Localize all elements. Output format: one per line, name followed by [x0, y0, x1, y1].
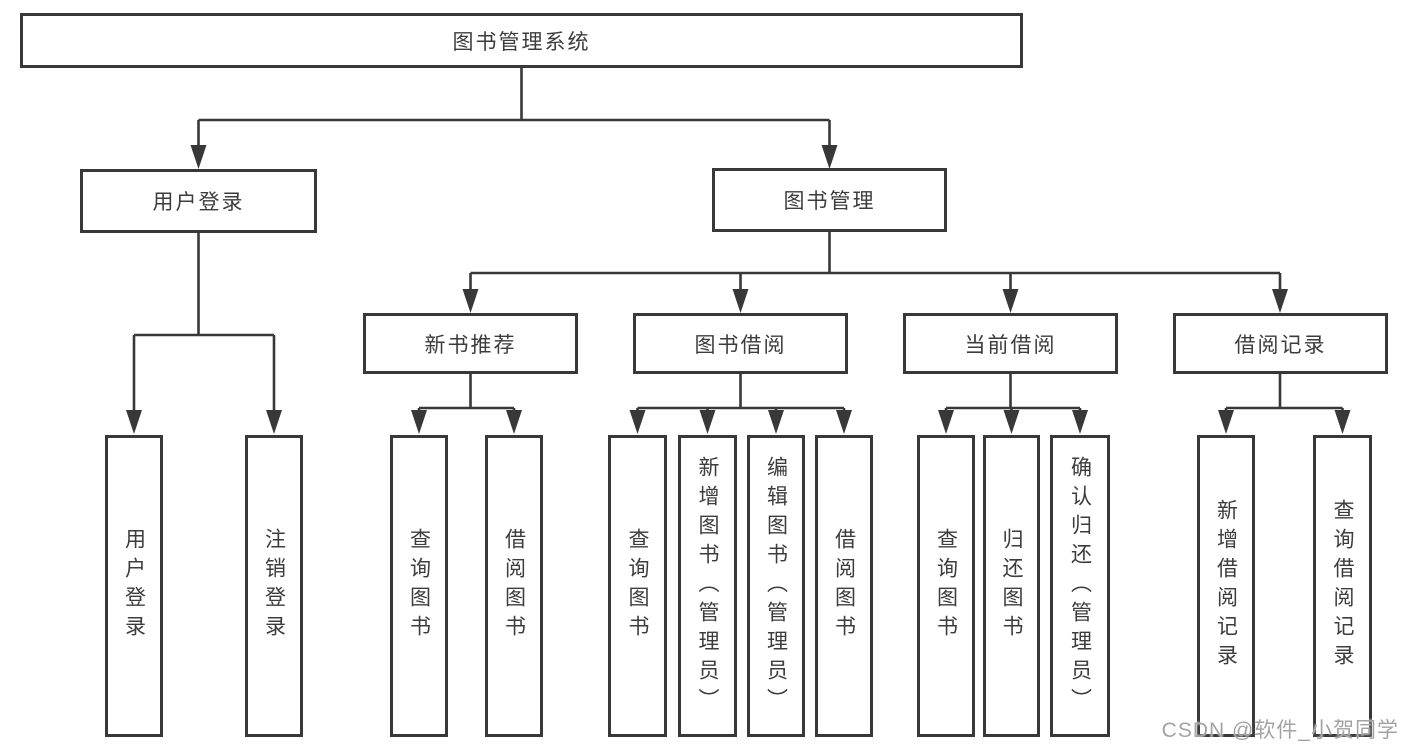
leaf-return-books: 归还图书: [983, 435, 1040, 737]
leaf-borrow-books: 借阅图书: [815, 435, 873, 737]
leaf-borrow-books-recommend: 借阅图书: [485, 435, 543, 737]
node-borrowing-records: 借阅记录: [1173, 313, 1388, 374]
node-book-borrowing: 图书借阅: [633, 313, 848, 374]
node-user-login: 用户登录: [80, 169, 317, 233]
node-current-borrowing: 当前借阅: [903, 313, 1118, 374]
leaf-confirm-return-admin: 确认归还（管理员）: [1050, 435, 1110, 737]
leaf-query-books-recommend: 查询图书: [390, 435, 448, 737]
node-new-book-recommend: 新书推荐: [363, 313, 578, 374]
leaf-logout: 注销登录: [245, 435, 303, 737]
leaf-query-books-borrow: 查询图书: [608, 435, 667, 737]
csdn-watermark: CSDN @软件_小贺同学: [1161, 719, 1399, 742]
leaf-edit-books-admin: 编辑图书（管理员）: [747, 435, 805, 737]
leaf-query-books-current: 查询图书: [917, 435, 975, 737]
leaf-query-borrow-record: 查询借阅记录: [1313, 435, 1372, 737]
leaf-user-login: 用户登录: [105, 435, 163, 737]
node-root-system: 图书管理系统: [20, 13, 1023, 68]
leaf-add-borrow-record: 新增借阅记录: [1197, 435, 1255, 737]
node-book-management: 图书管理: [712, 168, 947, 232]
leaf-add-books-admin: 新增图书（管理员）: [678, 435, 737, 737]
